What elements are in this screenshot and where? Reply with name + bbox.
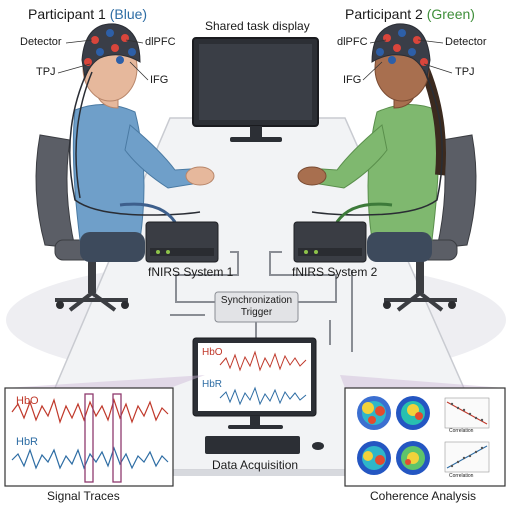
fnirs-system-1: [145, 221, 219, 263]
p1-ifg-label: IFG: [150, 74, 169, 86]
inset-hbr-label: HbR: [16, 436, 39, 448]
acq-hbr-trace: [219, 386, 307, 406]
participant1-title: Participant 1 (Blue): [28, 7, 147, 21]
highlight-window-2: [112, 393, 122, 483]
brain-map-1: [357, 396, 391, 430]
participant2: [297, 23, 446, 262]
participant1-color-label: (Blue): [109, 6, 148, 22]
acq-hbo-trace: [219, 350, 307, 372]
inset-hbr-trace: [11, 446, 169, 470]
label-leaders: [57, 39, 453, 81]
signal-traces-caption: Signal Traces: [47, 489, 120, 503]
brain-map-2: [396, 396, 430, 430]
p1-tpj-label: TPJ: [36, 66, 56, 78]
signal-flow-lines: [170, 251, 353, 352]
fnirs-system-2-label: fNIRS System 2: [292, 265, 378, 279]
fnirs-system-2: [293, 221, 367, 263]
p2-ifg-label: IFG: [343, 74, 362, 86]
p2-tpj-label: TPJ: [455, 66, 475, 78]
inset-hbo-label: HbO: [16, 395, 39, 407]
participant1-title-prefix: Participant 1: [28, 6, 110, 22]
sync-label-line2: Trigger: [240, 307, 273, 318]
acquisition-monitor: [192, 337, 324, 454]
participant2-color-label: (Green): [426, 6, 475, 22]
p1-detector-label: Detector: [20, 36, 62, 48]
participant1: [69, 23, 215, 262]
coherence-zoom-wedge: [340, 375, 505, 388]
scatter1-axis-label: Correlation: [449, 428, 474, 434]
coherence-inset: [344, 387, 506, 487]
p2-detector-label: Detector: [445, 36, 487, 48]
data-acquisition-label: Data Acquisition: [212, 458, 299, 472]
participant2-title: Participant 2 (Green): [345, 7, 475, 21]
shared-monitor: [192, 37, 319, 142]
acq-hbr-label: HbR: [202, 379, 223, 390]
cable-p2: [335, 202, 393, 223]
p1-dlpfc-label: dlPFC: [145, 36, 176, 48]
participant1-optodes: [84, 29, 136, 66]
signal-zoom-wedge: [5, 375, 205, 388]
scatter2-axis-label: Correlation: [449, 473, 474, 479]
signal-traces-inset: [4, 387, 174, 487]
participant2-title-prefix: Participant 2: [345, 6, 427, 22]
brain-map-4: [396, 441, 430, 475]
fnirs-system-1-label: fNIRS System 1: [148, 265, 234, 279]
coherence-caption: Coherence Analysis: [370, 489, 477, 503]
sync-label-line1: Synchronization: [220, 295, 293, 306]
cable-p1: [119, 202, 177, 223]
brain-map-3: [357, 441, 391, 475]
scatter-plot-1: [444, 397, 490, 429]
scatter-plot-2: [444, 441, 490, 473]
sync-trigger-box: [214, 291, 299, 323]
acq-hbo-label: HbO: [202, 347, 223, 358]
inset-hbo-trace: [11, 398, 169, 424]
shared-display-label: Shared task display: [205, 19, 310, 33]
p2-dlpfc-label: dlPFC: [337, 36, 368, 48]
highlight-window-1: [84, 393, 94, 483]
